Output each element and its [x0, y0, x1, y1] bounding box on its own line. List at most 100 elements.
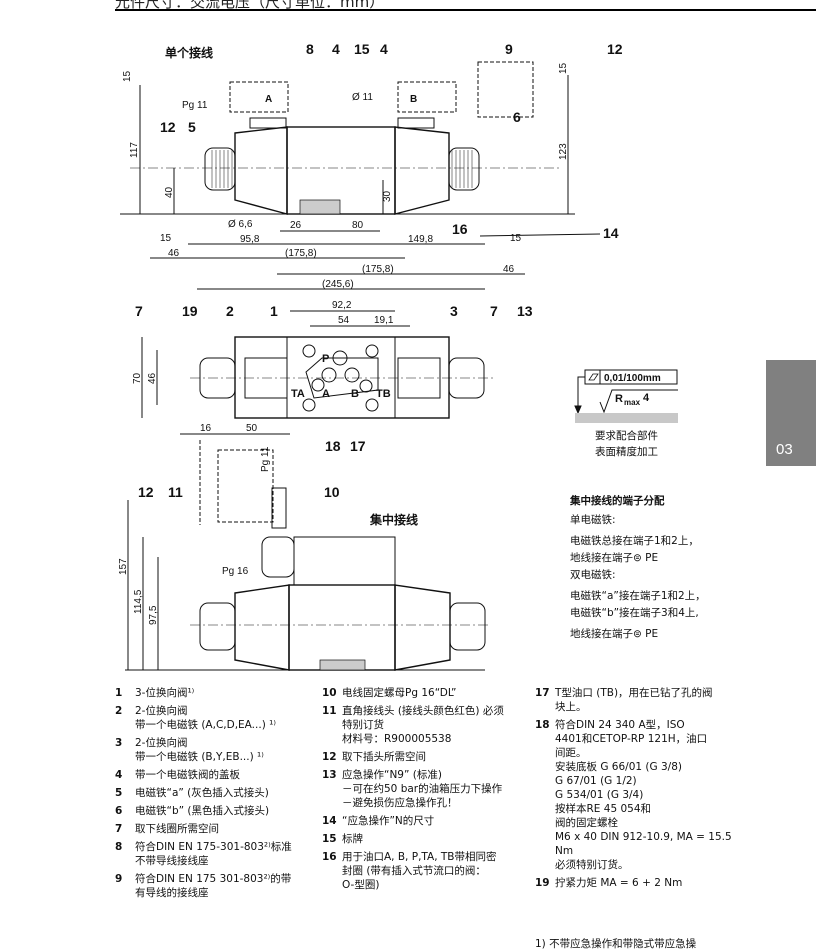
- legend-item-text: 标牌: [342, 832, 363, 846]
- dimension: 40: [164, 186, 175, 198]
- callout: 3: [450, 303, 458, 319]
- legend-item-number: 15: [322, 833, 337, 845]
- dimension: Ø 11: [352, 92, 373, 103]
- legend-item: 15 标牌: [322, 832, 504, 846]
- legend-item-number: 19: [535, 877, 550, 889]
- legend-item-number: 12: [322, 751, 337, 763]
- legend-item-line: M6 x 40 DIN 912-10.9, MA = 15.5: [555, 831, 732, 843]
- callout: 4: [380, 41, 388, 57]
- callout: 12: [138, 484, 154, 500]
- legend-item-text: “应急操作”N的尺寸: [342, 814, 434, 828]
- roughness-symbol: R: [615, 393, 623, 405]
- legend-item-text: 2-位换向阀带一个电磁铁 (B,Y,EB...) ¹⁾: [135, 736, 264, 764]
- legend-item-line: 符合DIN EN 175 301-803²⁾的带: [135, 873, 292, 885]
- dimension: Pg 11: [182, 100, 208, 111]
- callout: 8: [306, 41, 314, 57]
- double-solenoid-line: 电磁铁“a”接在端子1和2上，: [570, 590, 706, 602]
- legend-item-text: 带一个电磁铁阀的盖板: [135, 768, 240, 782]
- legend-item-number: 5: [115, 787, 123, 799]
- dimension: 157: [118, 558, 129, 575]
- callout: 15: [354, 41, 370, 57]
- legend-item-number: 17: [535, 687, 550, 699]
- dimension: Ø 6,6: [228, 219, 253, 230]
- legend-item-number: 16: [322, 851, 337, 863]
- legend-item-number: 7: [115, 823, 123, 835]
- surface-finish-symbol: [574, 369, 678, 423]
- callout: 12: [160, 119, 176, 135]
- legend-item-line: “应急操作”N的尺寸: [342, 815, 435, 827]
- legend-item-line: 电磁铁“b” (黑色插入式接头): [135, 805, 270, 817]
- callout: 2: [226, 303, 234, 319]
- dimension: 80: [352, 220, 364, 231]
- footnote: 1) 不带应急操作和带隐式带应急操: [535, 938, 697, 950]
- legend-item-line: 电线固定螺母Pg 16“DL”: [342, 687, 457, 699]
- callout: 7: [490, 303, 498, 319]
- port-label: A: [265, 94, 272, 105]
- legend-item-line: O-型圈): [342, 879, 380, 891]
- legend-item-text: 电磁铁“a” (灰色插入式接头): [135, 786, 269, 800]
- single-solenoid-label: 单电磁铁:: [570, 514, 616, 526]
- plan-view-drawing: [141, 310, 495, 419]
- legend-item-line: 2-位换向阀: [135, 737, 188, 749]
- legend-item-line: 电磁铁“a” (灰色插入式接头): [135, 787, 269, 799]
- dimension: 70: [132, 372, 143, 384]
- single-solenoid-line: 电磁铁总接在端子1和2上，: [570, 535, 699, 547]
- single-solenoid-line: 地线接在端子⊜ PE: [570, 552, 659, 564]
- dimension: (175,8): [285, 248, 317, 259]
- dimension: 15: [122, 70, 133, 82]
- callout: 12: [607, 41, 623, 57]
- port-label: B: [410, 94, 417, 105]
- legend-item-line: 取下插头所需空间: [342, 751, 426, 763]
- legend-item-number: 2: [115, 705, 123, 717]
- legend-item-line: 拧紧力矩 MA = 6 + 2 Nm: [555, 877, 683, 889]
- callout: 9: [505, 41, 513, 57]
- surface-note-line: 表面精度加工: [595, 446, 658, 458]
- angle-connector-detail: [180, 433, 290, 529]
- port-label-ta: TA: [291, 388, 305, 400]
- legend-item-line: －可在约50 bar的油箱压力下操作: [342, 783, 503, 795]
- legend-item-line: 特别订货: [342, 719, 384, 731]
- legend-item-number: 1: [115, 687, 123, 699]
- legend-item-line: 有导线的接线座: [135, 887, 209, 899]
- legend-item-line: 带一个电磁铁 (B,Y,EB...) ¹⁾: [135, 751, 264, 763]
- dimension: 16: [200, 423, 212, 434]
- legend-item-line: 封圈 (带有插入式节流口的阀：: [342, 865, 486, 877]
- legend-item: 19 拧紧力矩 MA = 6 + 2 Nm: [535, 876, 732, 890]
- dimension: 117: [129, 142, 140, 158]
- chapter-tab: 03: [766, 360, 816, 466]
- legend-item-line: 用于油口A, B, P,TA, TB带相同密: [342, 851, 497, 863]
- legend-item: 6 电磁铁“b” (黑色插入式接头): [115, 804, 292, 818]
- legend-item-number: 13: [322, 769, 337, 781]
- legend-item-line: 按样本RE 45 054和: [555, 803, 652, 815]
- legend-item-line: 4401和CETOP-RP 121H，油口: [555, 733, 708, 745]
- legend-item: 3 2-位换向阀带一个电磁铁 (B,Y,EB...) ¹⁾: [115, 736, 292, 764]
- dimension: 19,1: [374, 315, 394, 326]
- legend-item-number: 3: [115, 737, 123, 749]
- dimension: 46: [168, 248, 180, 259]
- legend-item-text: 符合DIN EN 175-301-803²⁾标准不带导线接线座: [135, 840, 292, 868]
- chapter-number: 03: [776, 441, 793, 458]
- dimension: (245,6): [322, 279, 354, 290]
- callout: 18: [325, 438, 341, 454]
- callout: 5: [188, 119, 196, 135]
- dimension: 15: [558, 62, 569, 74]
- legend-item-number: 9: [115, 873, 123, 885]
- callout: 11: [168, 484, 183, 500]
- legend-item-number: 14: [322, 815, 337, 827]
- callout: 1: [270, 303, 278, 319]
- legend-item-text: 电磁铁“b” (黑色插入式接头): [135, 804, 269, 818]
- legend-item-number: 10: [322, 687, 337, 699]
- legend-item-text: 符合DIN EN 175 301-803²⁾的带有导线的接线座: [135, 872, 291, 900]
- legend-item-number: 6: [115, 805, 123, 817]
- legend-item-text: 直角接线头 (接线头颜色红色) 必须特别订货材料号：R900005538: [342, 704, 504, 746]
- port-label-a: A: [322, 388, 330, 400]
- legend-item-text: 取下线圈所需空间: [135, 822, 219, 836]
- legend-item: 5 电磁铁“a” (灰色插入式接头): [115, 786, 292, 800]
- callout: 17: [350, 438, 366, 454]
- double-solenoid-label: 双电磁铁:: [570, 569, 616, 581]
